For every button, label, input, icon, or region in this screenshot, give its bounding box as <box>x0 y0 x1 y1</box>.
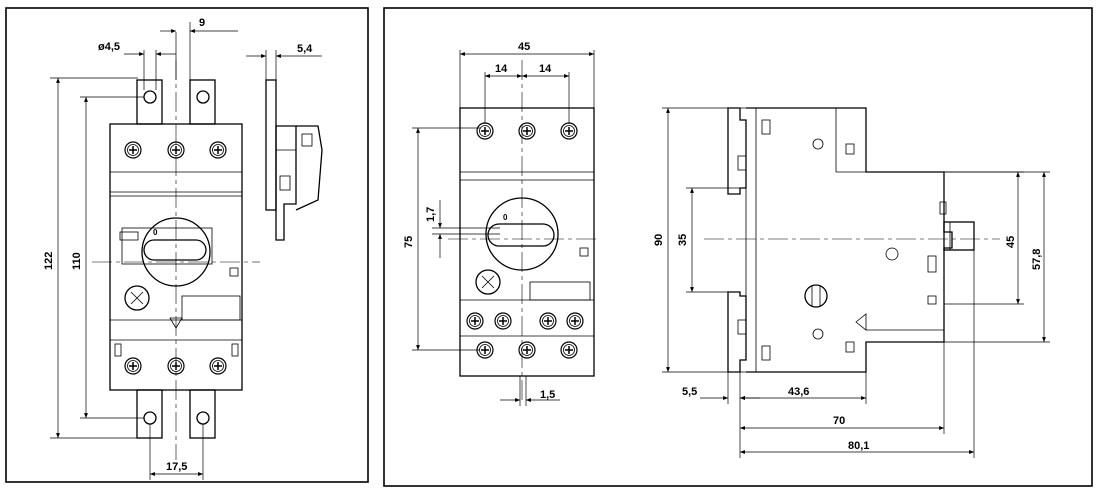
bottom-terminal-left <box>136 389 163 439</box>
knob-handle <box>487 223 555 247</box>
knob-handle <box>143 239 207 261</box>
terminal-hole <box>143 90 157 104</box>
dim-overall-width: 45 <box>518 41 530 53</box>
terminal-screw <box>124 141 142 159</box>
side-body-outline <box>746 107 953 373</box>
terminal-screw <box>518 341 536 359</box>
device-body-right <box>459 107 595 377</box>
terminal-screw <box>566 312 584 330</box>
adjust-dial <box>475 269 501 295</box>
dim-body-height-full: 57,8 <box>1031 249 1043 270</box>
dim-bottom-offset: 17,5 <box>166 461 187 473</box>
dim-pitch-right: 14 <box>539 63 552 75</box>
right-side-view: 90 35 45 57,8 5,5 43,6 70 80,1 <box>653 107 1050 458</box>
bottom-terminal-right <box>189 389 216 439</box>
terminal-screw <box>494 312 512 330</box>
right-front-view: 0 45 14 14 75 1,7 1,5 <box>403 41 600 406</box>
terminal-screw <box>560 122 578 140</box>
dim-pitch-left: 14 <box>495 63 508 75</box>
dim-rail-offset: 5,5 <box>682 386 697 398</box>
din-rail-clip <box>727 107 747 195</box>
terminal-screw <box>209 141 227 159</box>
terminal-screw <box>518 122 536 140</box>
dim-front-height: 75 <box>403 236 415 248</box>
dim-overall-height: 122 <box>43 252 55 270</box>
left-front-view: 0 9 ø4,5 122 110 <box>43 17 260 480</box>
dim-side-height: 90 <box>653 234 665 246</box>
terminal-hole <box>143 411 157 425</box>
side-plate <box>265 79 277 211</box>
terminal-screw <box>209 357 227 375</box>
side-body <box>275 125 297 241</box>
terminal-screw <box>560 341 578 359</box>
dim-knob-offset: 1,7 <box>425 207 437 222</box>
adjust-dial <box>124 285 150 311</box>
terminal-hole <box>196 411 210 425</box>
shaft-stub <box>943 221 975 251</box>
dim-mounting-height: 110 <box>71 252 83 270</box>
dim-body-height: 45 <box>1005 236 1017 248</box>
trip-dial <box>804 284 828 308</box>
hole <box>812 138 824 150</box>
left-knob-label: 0 <box>153 228 158 237</box>
top-terminal-right <box>189 79 216 125</box>
left-panel-frame <box>5 7 369 483</box>
dim-plate-thickness: 5,4 <box>297 43 313 55</box>
dim-rail-height: 35 <box>677 234 689 246</box>
terminal-screw <box>476 122 494 140</box>
top-terminal-left <box>136 79 163 125</box>
terminal-screw <box>466 312 484 330</box>
right-knob-label: 0 <box>503 213 508 222</box>
right-panel-frame <box>383 7 1093 487</box>
indicator <box>885 247 899 261</box>
hole <box>812 328 824 340</box>
terminal-screw <box>124 357 142 375</box>
dim-depth-1: 43,6 <box>788 386 809 398</box>
terminal-hole <box>196 90 210 104</box>
left-side-view: 5,4 <box>246 43 323 241</box>
dim-depth-2: 70 <box>833 415 845 427</box>
dim-hole-diameter: ø4,5 <box>98 41 120 53</box>
dim-depth-3: 80,1 <box>848 440 869 452</box>
dim-shaft-offset: 1,5 <box>540 389 555 401</box>
terminal-screw <box>539 312 557 330</box>
dim-terminal-spacing: 9 <box>199 17 205 29</box>
